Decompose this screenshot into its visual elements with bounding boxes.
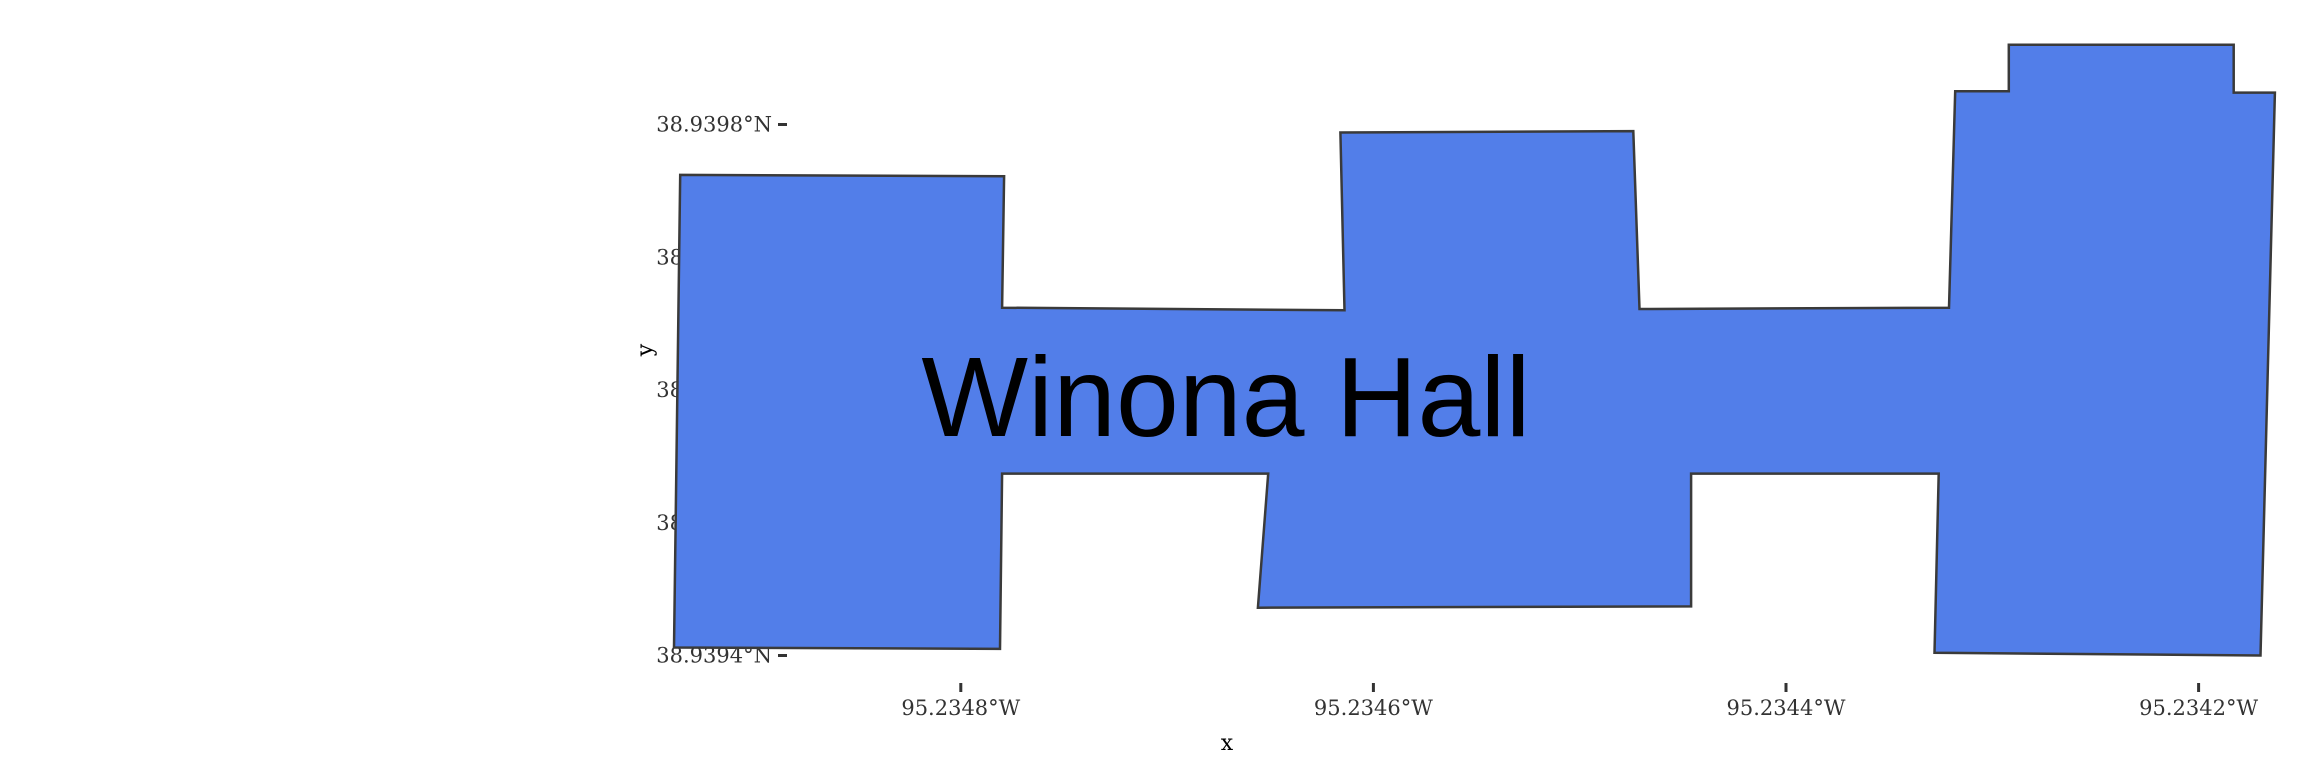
x-tick-label: 95.2346°W [1314,696,1433,720]
building-polygon [672,43,2277,657]
x-tick-label: 95.2348°W [901,696,1020,720]
y-tick-label: 38.9398°N [656,113,772,137]
y-axis-title: y [633,343,658,357]
x-tick-label: 95.2342°W [2139,696,2258,720]
x-axis-title: x [1221,731,1234,756]
building-label: Winona Hall [921,334,1530,460]
x-tick-label: 95.2344°W [1727,696,1846,720]
